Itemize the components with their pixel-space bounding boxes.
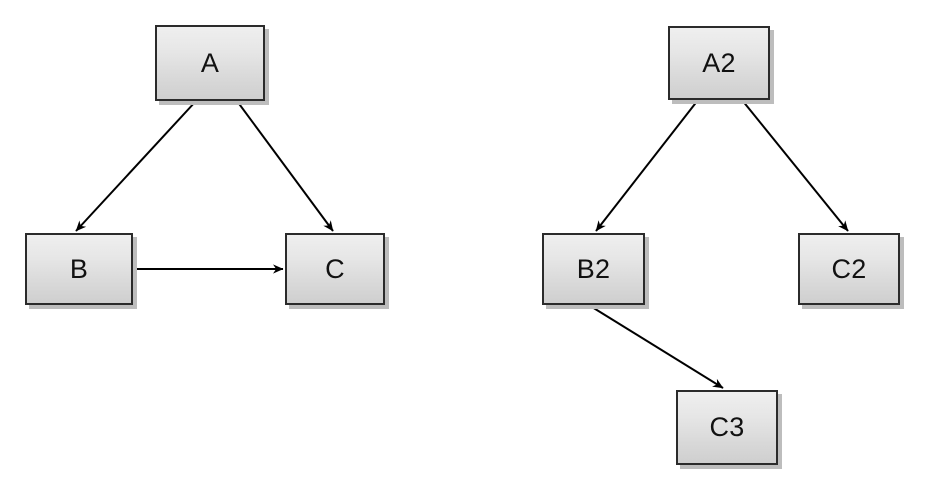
node-b2[interactable]: B2 bbox=[542, 233, 645, 305]
edge-a-to-c bbox=[236, 100, 334, 232]
node-label: C bbox=[325, 253, 345, 284]
node-label: C2 bbox=[831, 253, 867, 284]
edge-b2-to-c3 bbox=[591, 306, 724, 389]
node-a2[interactable]: A2 bbox=[668, 26, 770, 100]
edge-a2-to-c2 bbox=[741, 99, 849, 232]
node-c3[interactable]: C3 bbox=[676, 390, 778, 465]
node-label: B bbox=[69, 253, 89, 284]
node-c[interactable]: C bbox=[285, 233, 385, 305]
node-a[interactable]: A bbox=[155, 25, 265, 101]
node-label: B2 bbox=[576, 253, 611, 284]
node-c2[interactable]: C2 bbox=[798, 233, 900, 305]
edge-a-to-b bbox=[75, 100, 197, 232]
node-label: C3 bbox=[709, 412, 745, 442]
node-label: A2 bbox=[702, 47, 736, 78]
node-b[interactable]: B bbox=[25, 233, 133, 305]
edge-a2-to-b2 bbox=[595, 99, 699, 232]
edge-layer bbox=[75, 99, 849, 389]
node-label: A bbox=[200, 47, 220, 78]
